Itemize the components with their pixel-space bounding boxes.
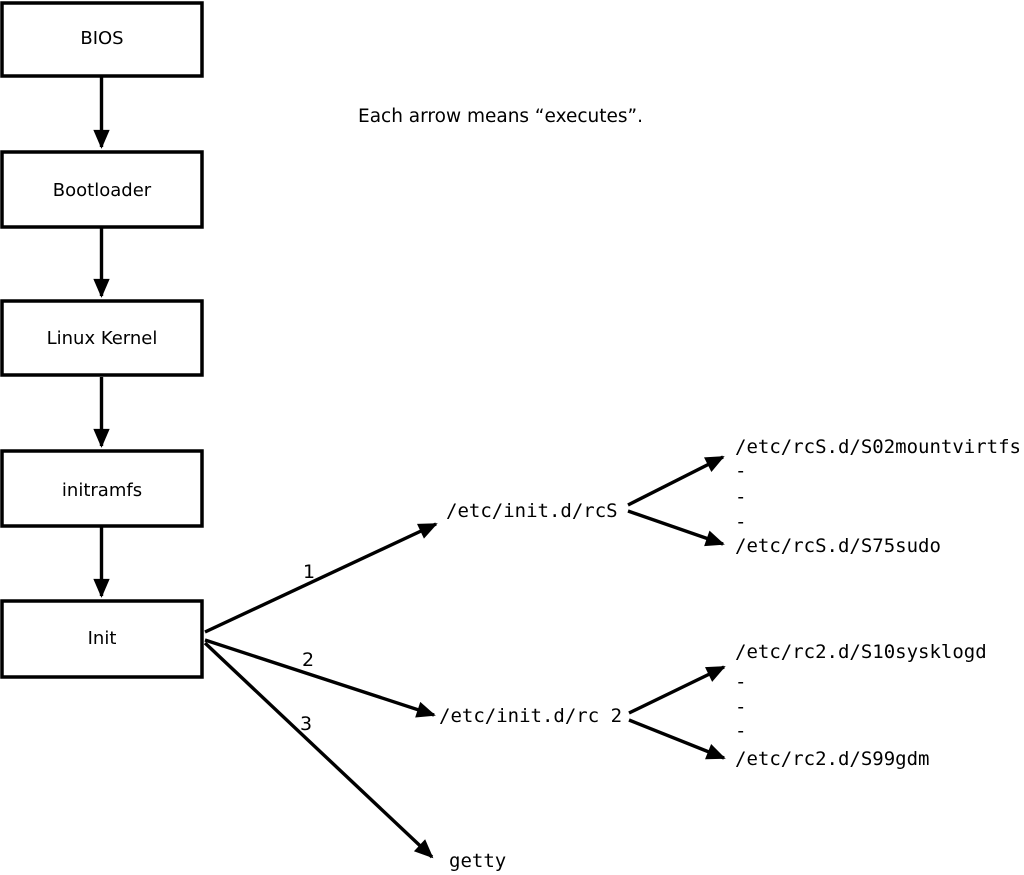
- initramfs-box-label: initramfs: [62, 480, 142, 501]
- rc2-first-script: /etc/rc2.d/S10sysklogd: [735, 641, 987, 663]
- arrow-rc2-to-last-script: [628, 718, 726, 760]
- arrow-init-to-rc2: [204, 638, 436, 718]
- bootloader-box-label: Bootloader: [53, 180, 152, 201]
- rc2-ellipsis-dash: -: [735, 696, 746, 718]
- bios-box-rect: [0, 1, 204, 78]
- arrow-order-label-3: 3: [300, 713, 312, 735]
- rcs-script-label: /etc/init.d/rcS: [446, 500, 618, 522]
- arrow-rc2-to-first-script: [628, 665, 726, 715]
- rcs-last-script: /etc/rcS.d/S75sudo: [735, 535, 941, 557]
- bootloader-box-rect: [0, 150, 204, 229]
- getty-label: getty: [449, 850, 506, 872]
- box-linux-kernel: Linux Kernel: [0, 299, 204, 377]
- initramfs-box-rect: [0, 449, 204, 528]
- rcs-first-script: /etc/rcS.d/S02mountvirtfs: [735, 436, 1021, 458]
- rc2-last-script: /etc/rc2.d/S99gdm: [735, 748, 929, 770]
- box-init: Init: [0, 599, 204, 679]
- arrow-order-label-1: 1: [303, 561, 315, 583]
- rcs-ellipsis-dash: -: [735, 511, 746, 533]
- rcs-ellipsis-dash: -: [735, 460, 746, 482]
- init-box-rect: [0, 599, 204, 679]
- rc2-ellipsis-dash: -: [735, 671, 746, 693]
- linux-kernel-box-rect: [0, 299, 204, 377]
- rc2-ellipsis-dash: -: [735, 720, 746, 742]
- box-bios: BIOS: [0, 1, 204, 78]
- linux-kernel-box-label: Linux Kernel: [47, 328, 158, 349]
- rcs-ellipsis-dash: -: [735, 486, 746, 508]
- arrow-rcs-to-first-script: [627, 455, 725, 507]
- bios-box-label: BIOS: [80, 28, 123, 49]
- arrow-init-to-rcs: [204, 522, 438, 634]
- rc2-script-label: /etc/init.d/rc 2: [439, 705, 622, 727]
- box-initramfs: initramfs: [0, 449, 204, 528]
- arrow-rcs-to-last-script: [627, 509, 725, 547]
- note-text: Each arrow means “executes”.: [358, 106, 643, 127]
- init-box-label: Init: [88, 628, 117, 649]
- box-bootloader: Bootloader: [0, 150, 204, 229]
- arrow-order-label-2: 2: [302, 649, 314, 671]
- arrow-init-to-getty: [203, 641, 434, 859]
